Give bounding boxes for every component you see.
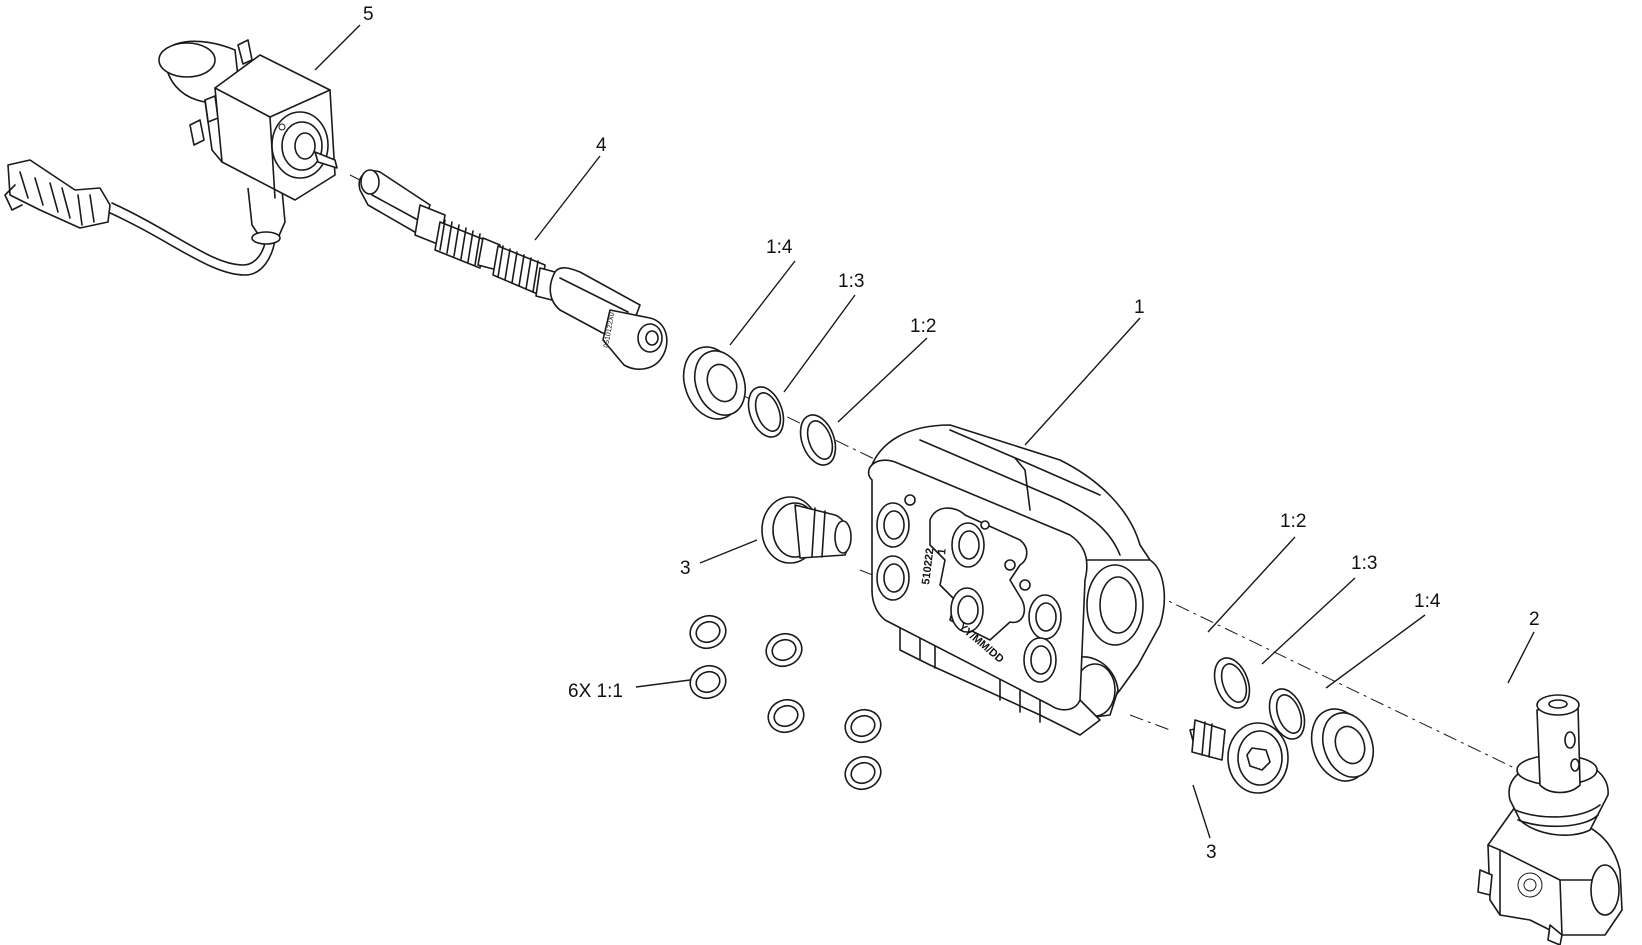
body-part-number: 510222 <box>920 547 936 585</box>
part-3-plug-left <box>761 496 852 564</box>
part-4-spool: 0510122X0 <box>358 169 668 370</box>
o-ring-1-1 <box>689 614 727 650</box>
o-ring-1-2-bottom <box>1213 657 1251 709</box>
callout-3-bottom: 3 <box>1206 842 1217 863</box>
part-1-valve-housing: 510222 1 YY/MM/DD <box>867 424 1166 736</box>
o-ring-1-1 <box>844 755 882 791</box>
seal-ring-1-4-bottom <box>1310 708 1375 782</box>
callout-1-3-top: 1:3 <box>838 271 864 292</box>
leader-lines <box>314 24 1535 839</box>
o-ring-1-3-top <box>747 386 785 438</box>
callout-1-4-top: 1:4 <box>766 237 793 258</box>
o-ring-1-1 <box>689 664 727 700</box>
o-ring-1-2-top <box>799 414 837 466</box>
callout-labels: 5 4 1 1:4 1:3 1:2 3 6X 1:1 1:2 1:3 1:4 2… <box>363 4 1540 863</box>
o-rings-1-1-set <box>689 614 882 791</box>
o-ring-1-1 <box>765 632 803 668</box>
callout-1-4-bottom: 1:4 <box>1414 591 1441 612</box>
callout-2: 2 <box>1529 609 1540 630</box>
part-5-solenoid <box>4 39 338 276</box>
callout-1-2-bottom: 1:2 <box>1280 511 1306 532</box>
callout-6x-1-1: 6X 1:1 <box>568 681 623 702</box>
part-2-actuator-cap <box>1477 694 1623 945</box>
callout-1: 1 <box>1134 297 1145 318</box>
seal-ring-1-4-top <box>682 346 747 420</box>
callout-1-3-bottom: 1:3 <box>1351 553 1377 574</box>
body-index: 1 <box>936 548 949 556</box>
callout-1-2-top: 1:2 <box>910 316 936 337</box>
callout-3-left: 3 <box>680 558 691 579</box>
part-3-plug-bottom <box>1189 719 1289 794</box>
o-ring-1-1 <box>767 698 805 734</box>
o-ring-1-1 <box>844 708 882 744</box>
callout-5: 5 <box>363 4 374 25</box>
callout-4: 4 <box>596 135 607 156</box>
o-ring-1-3-bottom <box>1268 688 1306 740</box>
